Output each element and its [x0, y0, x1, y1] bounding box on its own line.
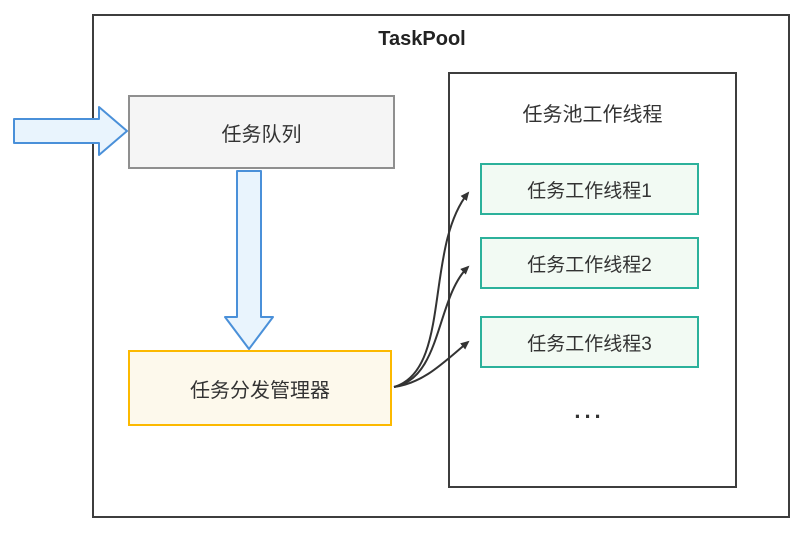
diagram-title: TaskPool — [378, 28, 466, 50]
dispatcher-label: 任务分发管理器 — [190, 379, 330, 402]
more-workers-ellipsis: ... — [574, 398, 605, 423]
worker-thread-1-node: 任务工作线程1 — [480, 163, 699, 215]
worker-thread-1-label: 任务工作线程1 — [527, 180, 652, 202]
dispatcher-node: 任务分发管理器 — [128, 350, 392, 426]
worker-thread-3-node: 任务工作线程3 — [480, 316, 699, 368]
worker-thread-2-node: 任务工作线程2 — [480, 237, 699, 289]
worker-panel-title: 任务池工作线程 — [522, 104, 663, 126]
worker-thread-3-label: 任务工作线程3 — [527, 333, 652, 355]
task-queue-node: 任务队列 — [128, 95, 395, 169]
worker-thread-2-label: 任务工作线程2 — [527, 254, 652, 276]
task-queue-label: 任务队列 — [221, 123, 302, 146]
